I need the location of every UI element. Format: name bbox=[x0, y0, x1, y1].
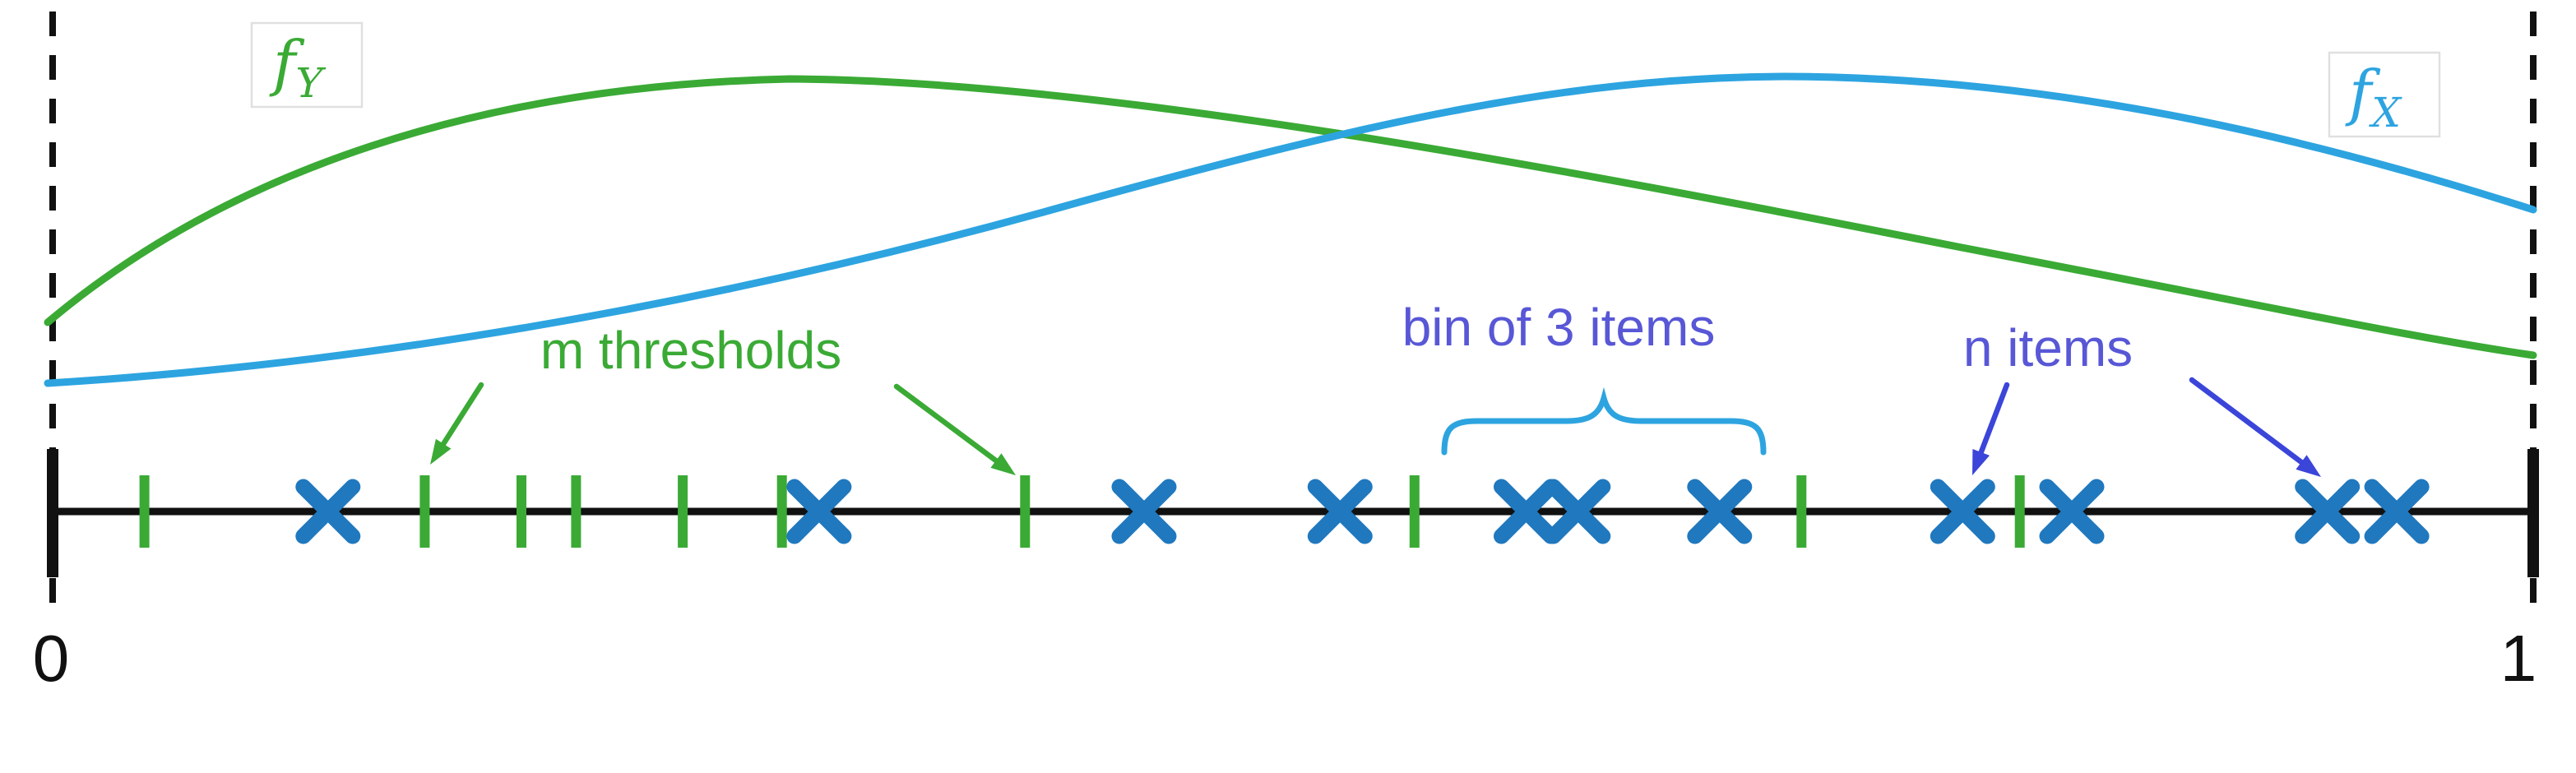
number-line-left-endcap bbox=[47, 449, 58, 577]
threshold-tick bbox=[1020, 475, 1031, 548]
arrow-shaft bbox=[438, 382, 484, 450]
item-x-mark bbox=[1111, 479, 1177, 544]
bin-brace bbox=[1441, 386, 1767, 456]
threshold-tick bbox=[1796, 475, 1807, 548]
item-x-mark bbox=[1494, 479, 1559, 544]
items-label: n items bbox=[1963, 318, 2133, 377]
fx-density-curve bbox=[44, 72, 2537, 387]
threshold-tick bbox=[678, 475, 688, 548]
threshold-tick bbox=[139, 475, 150, 548]
fx-label-subscript: X bbox=[2368, 89, 2402, 137]
thresholds-arrow-left bbox=[430, 382, 484, 465]
arrow-shaft bbox=[2189, 377, 2307, 467]
item-x-mark bbox=[1930, 479, 1995, 544]
arrow-head bbox=[990, 453, 1016, 475]
item-x-mark bbox=[2364, 479, 2430, 544]
number-line-right-endcap bbox=[2527, 449, 2539, 577]
threshold-ticks-group bbox=[139, 475, 2025, 548]
threshold-tick bbox=[419, 475, 430, 548]
threshold-tick bbox=[517, 475, 526, 548]
item-x-mark bbox=[295, 479, 361, 544]
axis-zero-label: 0 bbox=[33, 622, 70, 695]
threshold-tick bbox=[571, 475, 581, 548]
axis-one-label: 1 bbox=[2500, 622, 2537, 695]
items-arrow-right bbox=[2189, 377, 2321, 477]
threshold-tick bbox=[2014, 475, 2025, 548]
arrow-head bbox=[1972, 449, 1990, 475]
thresholds-arrow-right bbox=[893, 383, 1016, 475]
arrow-head bbox=[2296, 455, 2321, 477]
arrow-shaft bbox=[893, 383, 1002, 465]
threshold-tick bbox=[776, 475, 787, 548]
arrow-head bbox=[430, 438, 452, 465]
item-x-mark bbox=[786, 479, 852, 544]
bin-label: bin of 3 items bbox=[1402, 298, 1716, 357]
item-x-mark bbox=[1307, 479, 1373, 544]
fy-label-subscript: Y bbox=[295, 59, 326, 107]
fx-label: fX bbox=[2345, 58, 2402, 137]
thresholds-label: m thresholds bbox=[540, 321, 841, 380]
item-x-mark bbox=[2295, 479, 2361, 544]
threshold-tick bbox=[1409, 475, 1420, 548]
fy-label: fY bbox=[269, 28, 326, 107]
item-x-mark bbox=[1687, 479, 1753, 544]
arrow-shaft bbox=[1977, 382, 2010, 458]
fy-density-curve bbox=[44, 75, 2537, 359]
item-x-mark bbox=[1545, 479, 1611, 544]
fy-label-box bbox=[250, 21, 364, 109]
fx-label-box bbox=[2328, 51, 2441, 138]
item-marks-group bbox=[295, 479, 2430, 544]
item-x-mark bbox=[2039, 479, 2105, 544]
items-arrow-left bbox=[1972, 382, 2010, 475]
